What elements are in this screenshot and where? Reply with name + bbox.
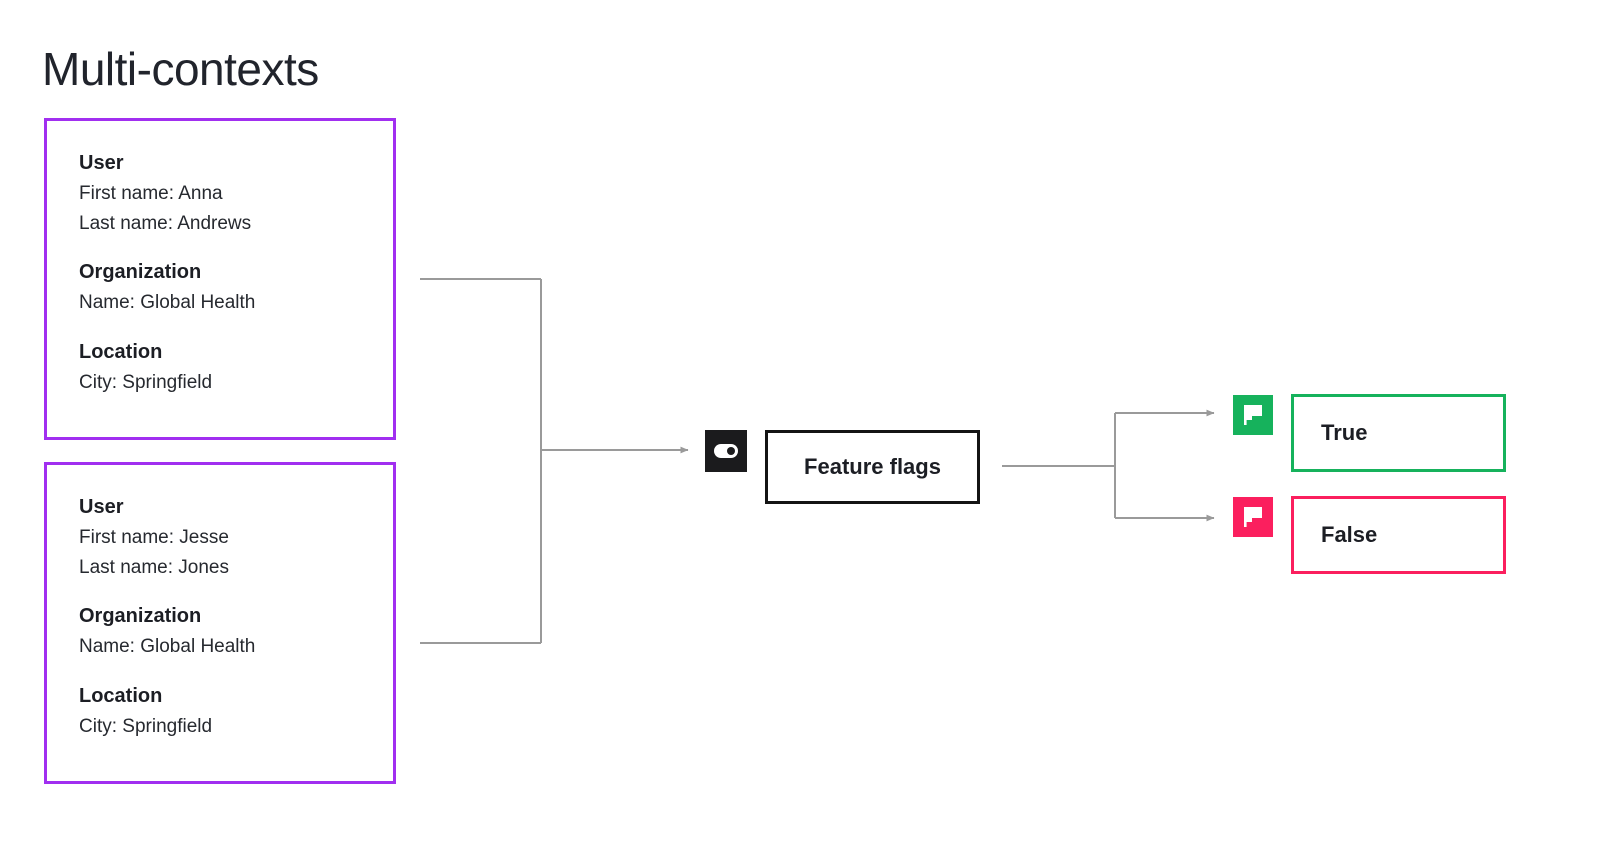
outcome-true: True [1291, 394, 1506, 472]
flag-icon [1233, 497, 1273, 537]
context-group-heading: User [79, 152, 124, 174]
context-card: User First name: Anna Last name: Andrews… [44, 118, 396, 440]
context-group-location: Location City: Springfield [79, 682, 393, 742]
context-group-organization: Organization Name: Global Health [79, 602, 393, 662]
outcome-label: True [1321, 420, 1368, 445]
context-group-organization: Organization Name: Global Health [79, 258, 393, 318]
context-attribute: First name: Jesse [79, 527, 229, 548]
context-attribute: Last name: Andrews [79, 212, 252, 234]
context-group-heading: Organization [79, 605, 202, 628]
flag-icon [1233, 395, 1273, 435]
context-group-heading: User [79, 496, 124, 518]
page-title: Multi-contexts [42, 43, 319, 95]
context-group-heading: Organization [79, 261, 202, 284]
context-attribute: Name: Global Health [79, 292, 256, 314]
context-attribute: City: Springfield [79, 371, 213, 393]
context-group-user: User First name: Anna Last name: Andrews [79, 149, 393, 238]
context-card: User First name: Jesse Last name: Jones … [44, 462, 396, 784]
context-attribute: Last name: Jones [79, 556, 229, 578]
context-group-heading: Location [79, 684, 163, 707]
toggle-on-icon [705, 430, 747, 472]
feature-flags-node: Feature flags [765, 430, 980, 504]
context-attribute: First name: Anna [79, 183, 223, 204]
toggle-knob [727, 447, 735, 455]
feature-flags-label: Feature flags [804, 454, 941, 479]
context-attribute: City: Springfield [79, 715, 213, 737]
outcome-false: False [1291, 496, 1506, 574]
context-group-heading: Location [79, 340, 163, 363]
context-attribute: Name: Global Health [79, 636, 256, 658]
context-group-user: User First name: Jesse Last name: Jones [79, 493, 393, 582]
outcome-label: False [1321, 522, 1378, 547]
context-group-location: Location City: Springfield [79, 338, 393, 398]
